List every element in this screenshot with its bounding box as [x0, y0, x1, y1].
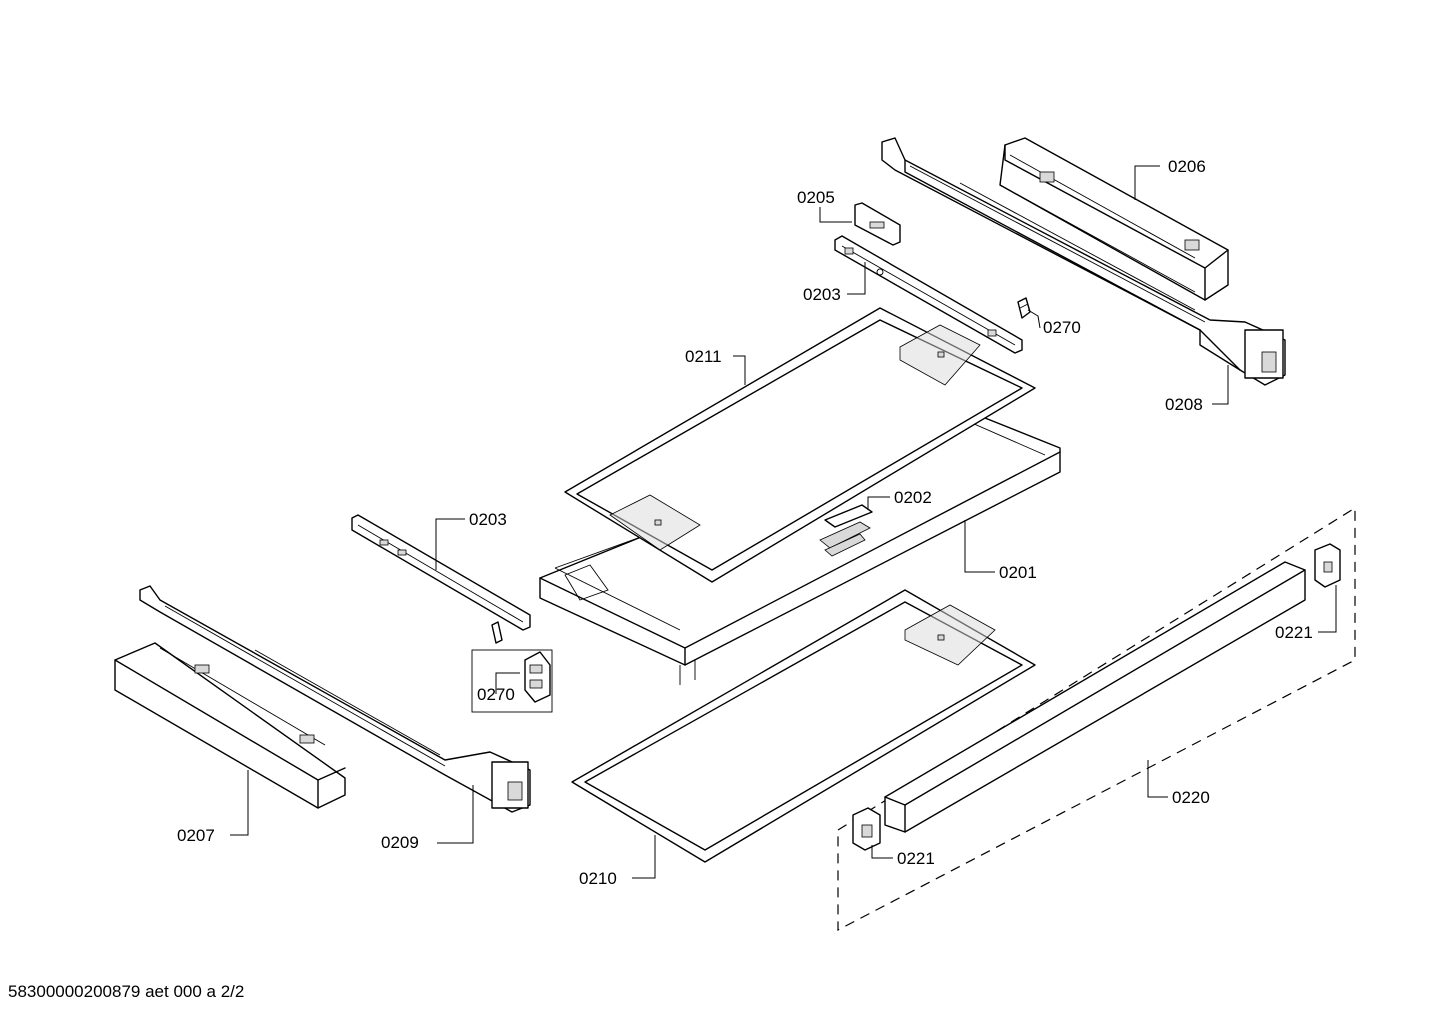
callout-0201: 0201: [999, 563, 1037, 582]
part-0206[interactable]: [999, 137, 1229, 301]
part-0209[interactable]: [139, 585, 531, 813]
callout-0221-lower: 0221: [897, 849, 935, 868]
part-0203-lower[interactable]: [351, 514, 531, 631]
callout-labels: 0206 0205 0203 0270 0211 0208 0202 0203 …: [177, 157, 1313, 888]
callout-0205: 0205: [797, 188, 835, 207]
part-0270-upper[interactable]: [1017, 297, 1031, 319]
part-0208[interactable]: [881, 137, 1286, 386]
document-footer-id: 58300000200879 aet 000 a 2/2: [8, 982, 245, 1001]
callout-0220: 0220: [1172, 788, 1210, 807]
part-0210[interactable]: [571, 589, 1036, 863]
callout-0210: 0210: [579, 869, 617, 888]
callout-0270-upper: 0270: [1043, 318, 1081, 337]
part-0207[interactable]: [114, 642, 346, 809]
callout-0270-lower: 0270: [477, 685, 515, 704]
part-0221-lower[interactable]: [852, 807, 881, 851]
part-0202[interactable]: [824, 504, 873, 528]
callout-0207: 0207: [177, 826, 215, 845]
callout-0203-upper: 0203: [803, 285, 841, 304]
part-0220-assembly[interactable]: [837, 506, 1356, 931]
callout-0208: 0208: [1165, 395, 1203, 414]
part-0211[interactable]: [564, 307, 1036, 583]
part-0203-upper[interactable]: [834, 235, 1023, 354]
callout-0206: 0206: [1168, 157, 1206, 176]
callout-0211: 0211: [685, 347, 722, 366]
part-0221-upper[interactable]: [1314, 543, 1341, 588]
leader-lines: [230, 165, 1337, 879]
callout-0203-lower: 0203: [469, 510, 507, 529]
part-0270-lower[interactable]: [471, 621, 553, 713]
callout-0202: 0202: [894, 488, 932, 507]
callout-0209: 0209: [381, 833, 419, 852]
callout-0221-upper: 0221: [1275, 623, 1313, 642]
part-0201[interactable]: [539, 407, 1061, 685]
part-0205[interactable]: [854, 202, 901, 246]
